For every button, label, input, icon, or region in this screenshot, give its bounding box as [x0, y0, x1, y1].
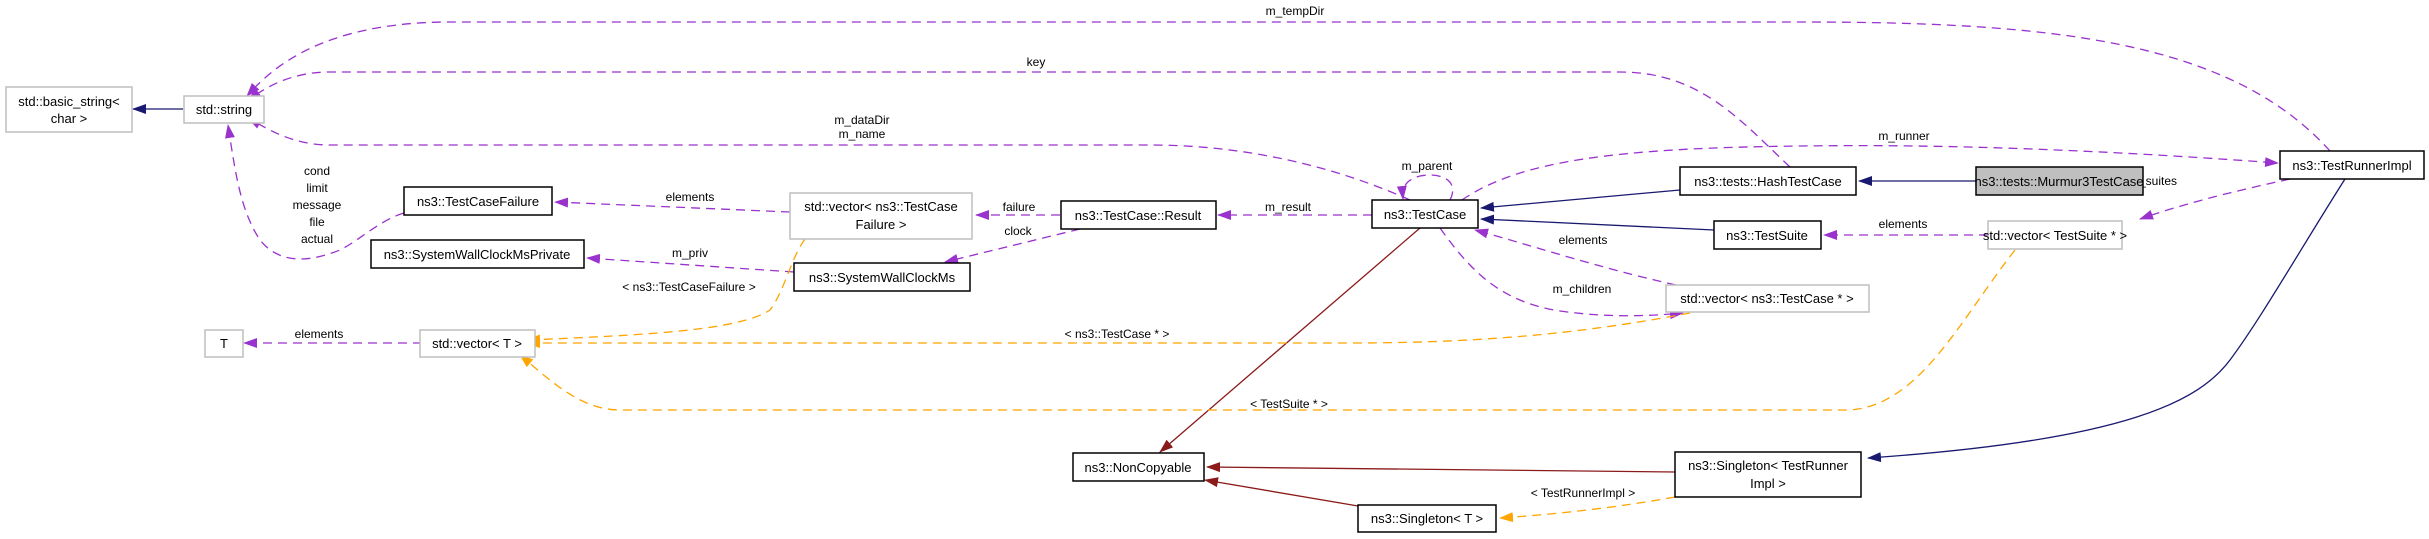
edge-failure-fields: [225, 124, 405, 260]
node-label: ns3::TestRunnerImpl: [2292, 158, 2411, 173]
label-message: message: [293, 198, 342, 212]
node-label: ns3::Singleton< T >: [1371, 511, 1483, 526]
node-label: ns3::SystemWallClockMsPrivate: [384, 247, 571, 262]
node-label: ns3::Singleton< TestRunner: [1688, 458, 1849, 473]
label-elements-t: elements: [295, 327, 344, 341]
label-clock: clock: [1004, 224, 1032, 238]
edge-tmpl-test-case-ptr: [526, 312, 1691, 348]
node-label: Impl >: [1750, 476, 1786, 491]
label-m-name: m_name: [839, 127, 886, 141]
node-std-vector-t[interactable]: std::vector< T >: [419, 329, 536, 358]
edge-m-children: [1439, 227, 1684, 320]
edge-testrunnerimpl-inherits-singleton: [1867, 178, 2346, 463]
label-tmpl-test-suite-ptr: < TestSuite * >: [1250, 397, 1328, 411]
edge-testsuite-inherits-testcase: [1480, 214, 1715, 231]
label-tmpl-test-case-ptr: < ns3::TestCase * >: [1065, 327, 1170, 341]
edge-m-tempdir: [246, 21, 2331, 152]
node-hash-test-case[interactable]: ns3::tests::HashTestCase: [1679, 166, 1857, 196]
edge-clock: [944, 228, 1081, 264]
label-m-result: m_result: [1265, 200, 1312, 214]
node-label: char >: [51, 111, 88, 126]
edge-elements-case: [1474, 228, 1677, 286]
node-label: ns3::TestCaseFailure: [417, 194, 539, 209]
node-label: std::vector< TestSuite * >: [1983, 228, 2127, 243]
node-label: std::string: [196, 102, 252, 117]
label-m-runner: m_runner: [1878, 129, 1929, 143]
label-elements-case: elements: [1559, 233, 1608, 247]
node-label: std::vector< ns3::TestCase * >: [1680, 291, 1853, 306]
node-label: T: [220, 336, 228, 351]
node-label: ns3::TestCase: [1384, 207, 1466, 222]
edge-labels: m_tempDir key m_dataDir m_name cond limi…: [293, 4, 2177, 500]
label-cond: cond: [304, 164, 330, 178]
label-limit: limit: [306, 181, 328, 195]
edge-m-parent: [1396, 174, 1454, 201]
label-m-children: m_children: [1553, 282, 1612, 296]
edge-elements-failure: [554, 197, 791, 213]
node-test-case[interactable]: ns3::TestCase: [1371, 199, 1479, 229]
node-singleton-t[interactable]: ns3::Singleton< T >: [1357, 504, 1497, 533]
node-system-wall-clock-ms-private[interactable]: ns3::SystemWallClockMsPrivate: [370, 239, 585, 269]
edge-tmpl-test-runner-impl: [1499, 496, 1676, 523]
label-actual: actual: [301, 232, 333, 246]
label-m-priv: m_priv: [672, 246, 708, 260]
node-non-copyable[interactable]: ns3::NonCopyable: [1072, 452, 1205, 482]
node-label: Failure >: [856, 217, 907, 232]
node-test-suite[interactable]: ns3::TestSuite: [1713, 220, 1822, 250]
edge-m-priv: [586, 253, 795, 273]
label-file: file: [309, 215, 325, 229]
edge-m-datadir-m-name: [247, 117, 1411, 201]
node-label: ns3::NonCopyable: [1085, 460, 1192, 475]
node-std-vector-test-case-ptr[interactable]: std::vector< ns3::TestCase * >: [1665, 284, 1870, 313]
edge-hashtestcase-inherits-testcase: [1480, 189, 1681, 212]
node-label: std::vector< T >: [432, 336, 522, 351]
node-label: ns3::tests::Murmur3TestCase: [1974, 174, 2143, 189]
node-test-runner-impl[interactable]: ns3::TestRunnerImpl: [2279, 150, 2425, 180]
node-singleton-test-runner-impl[interactable]: ns3::Singleton< TestRunner Impl >: [1674, 451, 1862, 498]
edge-singleton-runner-inherits-noncopyable: [1206, 462, 1676, 473]
node-label: std::vector< ns3::TestCase: [804, 199, 958, 214]
label-tmpl-test-case-failure: < ns3::TestCaseFailure >: [622, 280, 755, 294]
edge-m-suites: [2139, 178, 2291, 220]
node-std-vector-test-case-failure[interactable]: std::vector< ns3::TestCase Failure >: [789, 192, 973, 240]
label-tmpl-test-runner-impl: < TestRunnerImpl >: [1531, 486, 1636, 500]
node-test-case-failure[interactable]: ns3::TestCaseFailure: [403, 186, 553, 216]
edge-tmpl-test-suite-ptr: [519, 249, 2016, 411]
label-m-parent: m_parent: [1402, 159, 1453, 173]
edge-key: [247, 71, 1791, 168]
node-murmur3-test-case[interactable]: ns3::tests::Murmur3TestCase: [1974, 166, 2144, 196]
edge-singleton-t-inherits-noncopyable: [1204, 477, 1359, 507]
edge-testcase-inherits-noncopyable: [1159, 227, 1421, 453]
node-label: ns3::TestSuite: [1726, 228, 1808, 243]
node-label: ns3::SystemWallClockMs: [809, 270, 956, 285]
node-label: std::basic_string<: [18, 94, 120, 109]
node-label: ns3::TestCase::Result: [1075, 208, 1202, 223]
edge-m-runner: [1461, 144, 2279, 201]
nodes: std::basic_string< char > std::string ns…: [5, 86, 2425, 533]
node-system-wall-clock-ms[interactable]: ns3::SystemWallClockMs: [793, 262, 971, 292]
node-std-basic-string[interactable]: std::basic_string< char >: [5, 86, 133, 133]
node-t[interactable]: T: [204, 329, 244, 358]
node-test-case-result[interactable]: ns3::TestCase::Result: [1060, 200, 1217, 230]
label-m-datadir: m_dataDir: [834, 113, 889, 127]
label-m-tempdir: m_tempDir: [1266, 4, 1325, 18]
node-std-vector-test-suite-ptr[interactable]: std::vector< TestSuite * >: [1983, 220, 2127, 250]
node-std-string[interactable]: std::string: [183, 95, 265, 124]
edges: [132, 21, 2346, 523]
label-elements-failure: elements: [666, 190, 715, 204]
label-failure: failure: [1003, 200, 1036, 214]
label-key: key: [1027, 55, 1046, 69]
label-elements-suite: elements: [1879, 217, 1928, 231]
node-label: ns3::tests::HashTestCase: [1694, 174, 1841, 189]
edge-tmpl-test-case-failure: [526, 238, 806, 345]
